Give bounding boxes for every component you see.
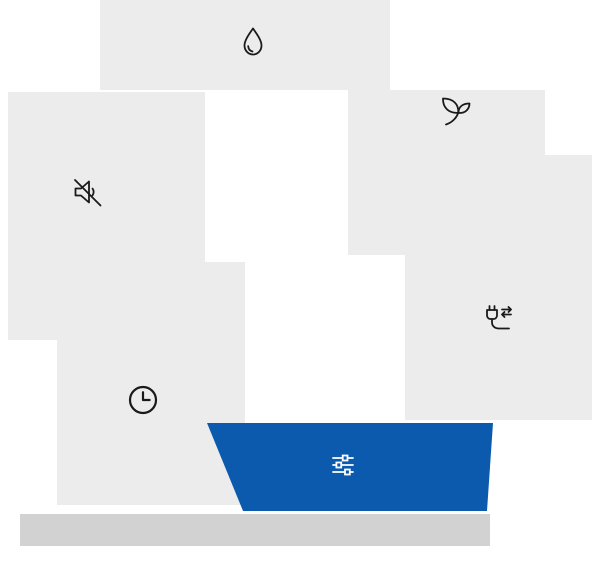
water-drop-icon bbox=[236, 25, 270, 59]
clock-icon bbox=[125, 382, 161, 418]
tile-water[interactable] bbox=[100, 0, 390, 90]
tile-clock[interactable] bbox=[57, 262, 245, 505]
plug-swap-icon bbox=[479, 302, 515, 338]
volume-mute-icon bbox=[70, 174, 106, 210]
tile-settings[interactable] bbox=[207, 423, 493, 511]
eco-leaves-icon bbox=[437, 93, 475, 131]
bottom-bar bbox=[20, 514, 490, 546]
sliders-icon bbox=[329, 451, 357, 479]
tile-plug[interactable] bbox=[405, 155, 592, 420]
